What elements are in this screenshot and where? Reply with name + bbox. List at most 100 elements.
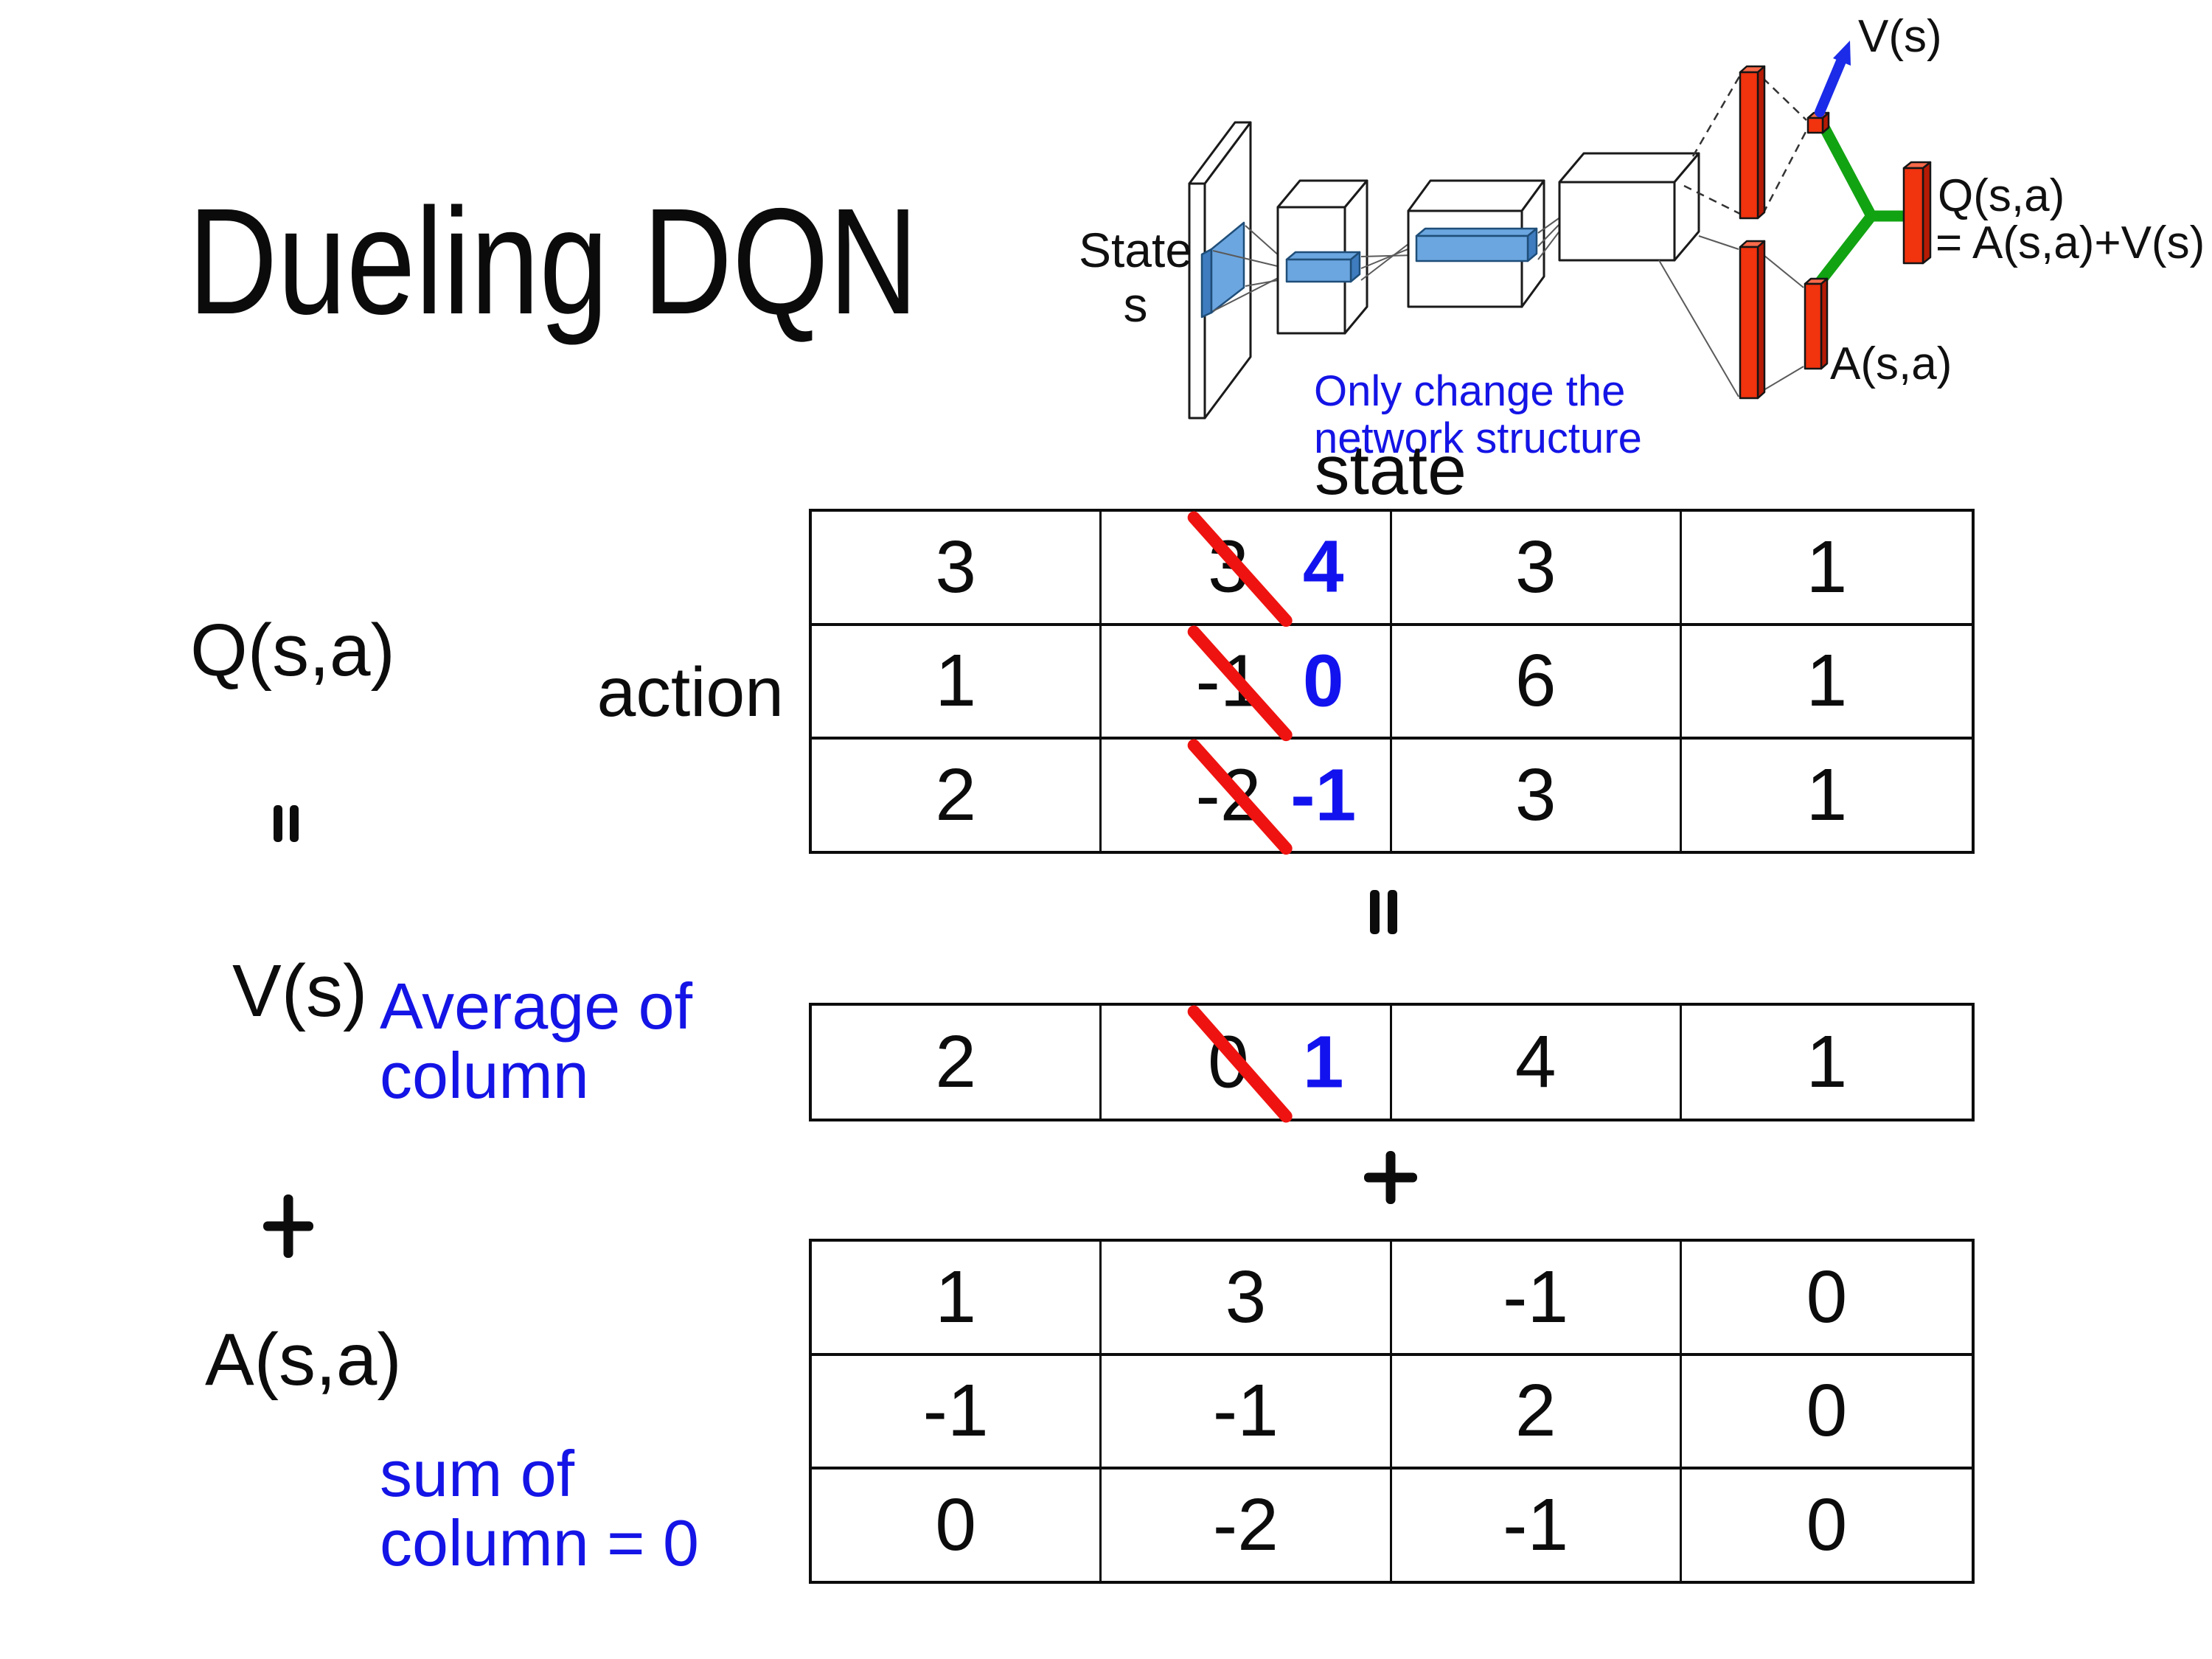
cell-value: 1 xyxy=(1806,754,1848,837)
corrected-new-value: 1 xyxy=(1302,1020,1344,1103)
cell-value: 0 xyxy=(1806,1369,1848,1453)
table-cell: 3 xyxy=(812,512,1102,626)
plus-sign-left xyxy=(263,1194,313,1258)
cell-value: -1 xyxy=(922,1369,989,1453)
cell-value: 2 xyxy=(1514,1369,1557,1453)
table-cell: 2 xyxy=(812,1006,1102,1119)
fc-bar-value-stream xyxy=(1739,65,1766,220)
table-cell: 0 xyxy=(1681,1242,1972,1356)
cell-value: 2 xyxy=(935,1020,976,1103)
action-label: action xyxy=(597,653,784,731)
table-cell: 1 xyxy=(812,1242,1102,1356)
cell-value: 3 xyxy=(1514,754,1557,837)
table-cell: 3 xyxy=(1391,512,1682,626)
table-cell: 1 xyxy=(1681,512,1972,626)
strikethrough-icon xyxy=(1187,1005,1293,1123)
diagram-note-line1: Only change the xyxy=(1314,367,1625,415)
diagram-state-s-label: s xyxy=(1124,277,1148,332)
diagram-note-line2: network structure xyxy=(1314,414,1642,462)
table-cell: 3 xyxy=(1392,740,1682,851)
conv-box-3 xyxy=(1558,152,1700,262)
strikethrough-icon xyxy=(1187,739,1293,855)
q-matrix-label: Q(s,a) xyxy=(190,609,395,692)
cell-value: 3 xyxy=(1514,525,1557,608)
table-cell: 1 xyxy=(812,625,1102,740)
table-cell: 2 xyxy=(1391,1355,1682,1470)
note-line: Average of xyxy=(380,970,693,1043)
strikethrough-icon xyxy=(1187,625,1293,741)
note-line: column = 0 xyxy=(380,1506,699,1579)
q-output-bar xyxy=(1902,161,1932,265)
note-line: column xyxy=(380,1039,589,1112)
diagram-v-output-label: V(s) xyxy=(1858,15,1942,62)
feature-bar-1 xyxy=(1285,251,1361,283)
table-cell: -1 xyxy=(812,1355,1102,1470)
table-cell: 3 xyxy=(1102,1242,1392,1356)
cell-value: -1 xyxy=(1212,1369,1279,1453)
cell-value: 2 xyxy=(935,754,976,837)
table-cell: 1 xyxy=(1682,740,1972,851)
input-patch xyxy=(1200,221,1245,319)
equals-sign-rotated-left xyxy=(274,805,299,842)
cell-value: 1 xyxy=(935,639,976,723)
diagram-q-output-label-line2: = A(s,a)+V(s) xyxy=(1935,218,2205,268)
diagram-q-output-label-line1: Q(s,a) xyxy=(1938,170,2065,221)
value-stream-links xyxy=(1683,74,1808,215)
advantage-node xyxy=(1804,277,1829,370)
v-matrix-label: V(s) xyxy=(232,950,368,1032)
a-matrix-label: A(s,a) xyxy=(205,1318,402,1401)
value-arrow-icon xyxy=(1815,41,1851,117)
table-cell: 0 xyxy=(812,1470,1102,1581)
equals-sign-rotated-center xyxy=(1370,890,1397,934)
corrected-new-value: 4 xyxy=(1302,525,1344,608)
diagram-state-label: State xyxy=(1079,223,1192,277)
cell-value: -1 xyxy=(1503,1484,1569,1567)
fc-bar-advantage-stream xyxy=(1739,240,1766,400)
cell-value: 0 xyxy=(935,1484,976,1567)
advantage-table: 1 3 -1 0 -1 -1 2 0 0 -2 -1 0 xyxy=(809,1239,1975,1584)
frustum-lines-3 xyxy=(1537,216,1562,260)
corrected-new-value: 0 xyxy=(1302,639,1344,723)
table-cell: 6 xyxy=(1391,625,1682,740)
cell-value: -1 xyxy=(1503,1255,1569,1338)
table-cell: 0 xyxy=(1682,1470,1972,1581)
diagram-a-output-label: A(s,a) xyxy=(1830,338,1952,389)
conv-box-1 xyxy=(1276,179,1368,335)
cell-value: 3 xyxy=(1225,1255,1267,1338)
frustum-lines-2 xyxy=(1360,238,1416,281)
table-cell: -1 xyxy=(1392,1470,1682,1581)
cell-value: 6 xyxy=(1514,639,1557,723)
state-header: state xyxy=(1315,431,1467,509)
table-cell: -2 xyxy=(1102,1470,1392,1581)
strikethrough-icon xyxy=(1187,511,1293,627)
cell-value: -2 xyxy=(1212,1484,1279,1567)
cell-value: 0 xyxy=(1806,1484,1848,1567)
table-cell: 0 xyxy=(1681,1356,1972,1470)
table-cell: 1 xyxy=(1682,1006,1972,1119)
cell-value: 3 xyxy=(935,525,976,608)
advantage-stream-links xyxy=(1658,235,1804,397)
note-line: sum of xyxy=(380,1437,575,1510)
cell-value: 1 xyxy=(935,1255,976,1338)
table-cell: -2-1 xyxy=(1102,739,1392,855)
table-cell: 2 xyxy=(812,740,1102,851)
table-cell: -1 xyxy=(1391,1242,1682,1356)
cell-value: 1 xyxy=(1806,639,1848,723)
table-cell: 4 xyxy=(1392,1006,1682,1119)
table-cell: -1 xyxy=(1102,1355,1392,1470)
cell-value: 1 xyxy=(1806,525,1848,608)
cell-value: 1 xyxy=(1806,1020,1848,1103)
dueling-network-diagram: State s V(s) A(s,a) Q(s,a) = A(s,a)+V(s)… xyxy=(1079,15,2205,462)
page-title: Dueling DQN xyxy=(188,177,919,346)
feature-bar-2 xyxy=(1415,227,1538,262)
cell-value: 0 xyxy=(1806,1255,1848,1338)
table-cell: 1 xyxy=(1681,626,1972,740)
